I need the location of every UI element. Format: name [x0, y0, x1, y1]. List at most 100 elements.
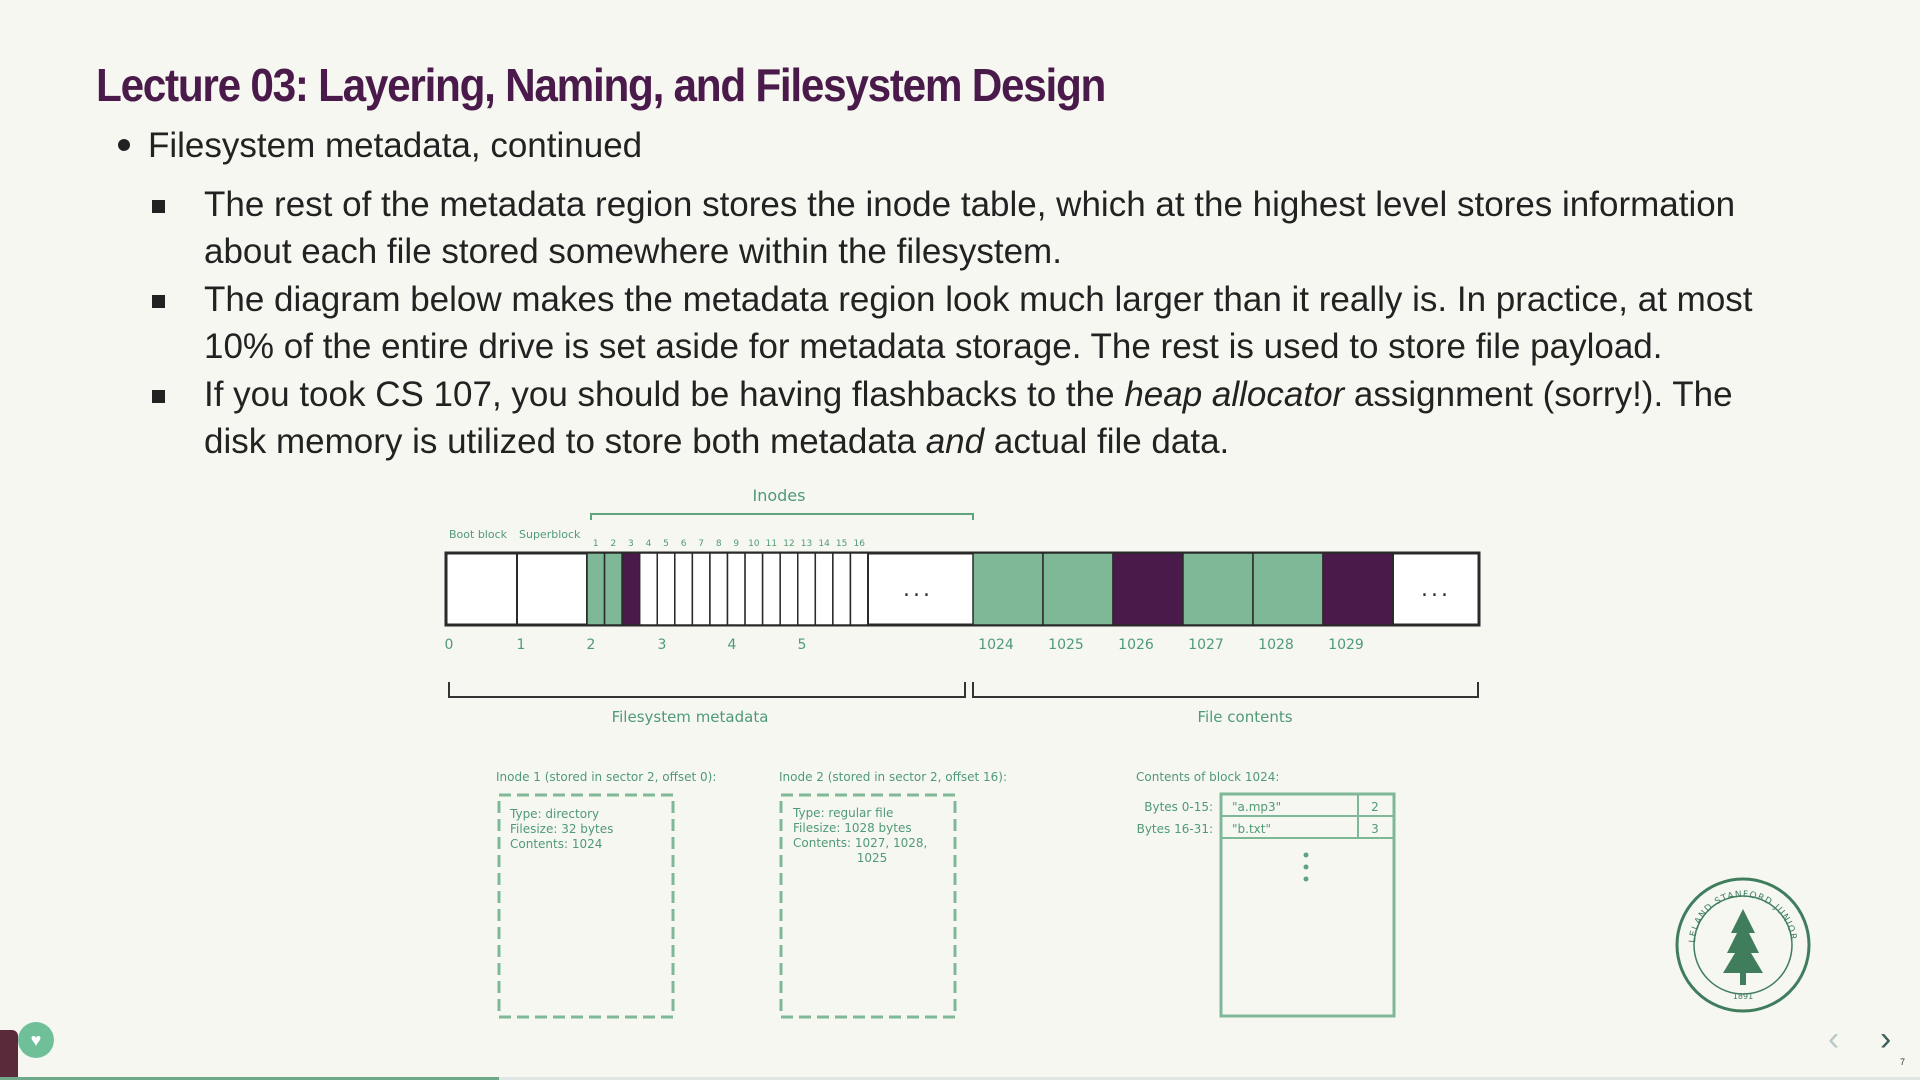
- heart-icon[interactable]: ♥: [18, 1022, 54, 1058]
- file-contents-label: File contents: [1197, 708, 1292, 726]
- bullet-level1: Filesystem metadata, continued: [118, 126, 642, 166]
- sector-label: 5: [798, 637, 807, 653]
- inode-slot: [814, 552, 834, 626]
- subbullet-1: The rest of the metadata region stores t…: [152, 181, 1792, 275]
- block1024-row-name: "a.mp3": [1232, 800, 1281, 814]
- metadata-label: Filesystem metadata: [612, 708, 769, 726]
- inode-slot: [638, 552, 658, 626]
- inode-number: 14: [818, 539, 830, 549]
- subbullet-3: If you took CS 107, you should be having…: [152, 371, 1792, 465]
- inode1-caption: Inode 1 (stored in sector 2, offset 0):: [496, 770, 716, 784]
- block1024-row-inode: 2: [1371, 800, 1379, 814]
- subbullet-italic: and: [925, 422, 985, 461]
- file-contents-bracket: [972, 682, 1479, 698]
- block-number: 1029: [1328, 637, 1364, 653]
- inode-slot: [691, 552, 711, 626]
- inode-slot: [832, 552, 852, 626]
- inode-number: 12: [783, 539, 794, 549]
- inode-slot: [761, 552, 781, 626]
- inode2-caption: Inode 2 (stored in sector 2, offset 16):: [779, 770, 1007, 784]
- data-block: [1252, 552, 1324, 626]
- sector-label: 2: [587, 637, 596, 653]
- inode-slot: [621, 552, 641, 626]
- inode-slot: [726, 552, 746, 626]
- inode2-line: 1025: [857, 851, 888, 865]
- square-bullet-icon: [152, 295, 165, 308]
- sector-label: 4: [728, 637, 737, 653]
- inode-number: 1: [593, 539, 599, 549]
- inode-number: 4: [646, 539, 652, 549]
- inode-number: 7: [698, 539, 704, 549]
- inode1-line: Type: directory: [509, 807, 599, 821]
- subbullet-part: The diagram below makes the metadata reg…: [204, 280, 1753, 366]
- inode-number: 13: [801, 539, 812, 549]
- inode-number: 2: [610, 539, 616, 549]
- inode-slot: [744, 552, 764, 626]
- data-block: [1042, 552, 1114, 626]
- inode-slot: [656, 552, 676, 626]
- inode-number: 5: [663, 539, 669, 549]
- block-number: 1024: [978, 637, 1014, 653]
- inode-number: 10: [748, 539, 760, 549]
- inode-number: 3: [628, 539, 634, 549]
- vertical-ellipsis-icon: [1303, 852, 1309, 882]
- block-number: 1026: [1118, 637, 1154, 653]
- subbullet-text: The diagram below makes the metadata reg…: [204, 276, 1792, 370]
- inode-number: 15: [836, 539, 847, 549]
- block1024-row-label: Bytes 0-15:: [1144, 800, 1213, 814]
- inode-number: 16: [853, 539, 865, 549]
- inode1-line: Contents: 1024: [510, 837, 602, 851]
- block-number: 1028: [1258, 637, 1294, 653]
- progress-bar: [0, 1077, 500, 1080]
- data-block: [1112, 552, 1184, 626]
- subbullet-text: The rest of the metadata region stores t…: [204, 181, 1792, 275]
- inode-number: 11: [766, 539, 777, 549]
- inode2-line: Contents: 1027, 1028,: [793, 836, 927, 850]
- side-panel-tab[interactable]: [0, 1030, 18, 1080]
- inode-number: 6: [681, 539, 687, 549]
- metadata-bracket: [448, 682, 966, 698]
- subbullet-part: If you took CS 107, you should be having…: [204, 375, 1125, 414]
- previous-slide-button[interactable]: ‹: [1828, 1020, 1840, 1058]
- slide-title: Lecture 03: Layering, Naming, and Filesy…: [96, 59, 1106, 111]
- inode2-line: Type: regular file: [792, 806, 893, 820]
- subbullet-part: actual file data.: [984, 422, 1230, 461]
- data-block: [1182, 552, 1254, 626]
- inode-slot: [797, 552, 817, 626]
- inode-number: 9: [733, 539, 739, 549]
- block1024-box: [1219, 792, 1396, 1018]
- subbullet-part: assignment (sorry!). The disk memory is …: [204, 375, 1733, 461]
- tree-icon: [1723, 909, 1763, 973]
- square-bullet-icon: [152, 390, 165, 403]
- seal-year: 1891: [1733, 992, 1753, 1001]
- sector-label: 3: [658, 637, 667, 653]
- bullet-text: Filesystem metadata, continued: [148, 126, 643, 165]
- sector-label: 1: [517, 637, 526, 653]
- university-seal-icon: LELAND STANFORD JUNIOR UNIVERSITY 1891: [1673, 875, 1811, 1013]
- block1024-caption: Contents of block 1024:: [1136, 770, 1279, 784]
- subbullet-italic: heap allocator: [1124, 375, 1345, 414]
- bullet-dot-icon: [118, 138, 130, 151]
- inode2-line: Filesize: 1028 bytes: [793, 821, 912, 835]
- inodes-label: Inodes: [753, 486, 806, 505]
- data-block: [1322, 552, 1394, 626]
- block1024-row-name: "b.txt": [1232, 822, 1271, 836]
- block-number: 1027: [1188, 637, 1224, 653]
- sector-label: 0: [445, 637, 454, 653]
- block1024-row-inode: 3: [1371, 822, 1379, 836]
- page-number: 7: [1900, 1057, 1906, 1067]
- subbullet-2: The diagram below makes the metadata reg…: [152, 276, 1792, 370]
- inode1-line: Filesize: 32 bytes: [510, 822, 613, 836]
- inode-slots: [586, 552, 869, 626]
- ellipsis-data: ...: [1421, 577, 1451, 602]
- ellipsis-metadata: ...: [903, 577, 933, 602]
- inode-number: 8: [716, 539, 722, 549]
- inode-slot: [849, 552, 869, 626]
- next-slide-button[interactable]: ›: [1880, 1020, 1892, 1058]
- inode-slot: [603, 552, 623, 626]
- square-bullet-icon: [152, 200, 165, 213]
- inode-slot: [779, 552, 799, 626]
